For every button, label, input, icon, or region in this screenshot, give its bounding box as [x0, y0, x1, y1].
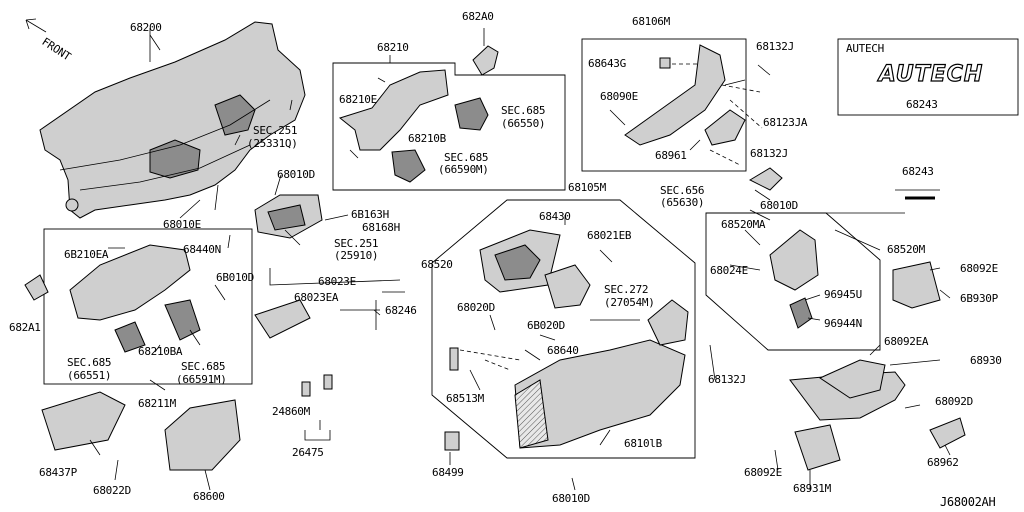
part-label-68931M: 68931M: [793, 482, 831, 495]
part-label-68210B: 68210B: [408, 132, 446, 145]
group-68210-box: [332, 62, 566, 191]
part-label-68520MA: 68520MA: [721, 218, 766, 231]
autech-box-title: AUTECH: [846, 42, 884, 55]
part-label-68023EA: 68023EA: [294, 291, 339, 304]
sec-685-66551-code: (66551): [67, 369, 112, 382]
part-label-68105M: 68105M: [568, 181, 606, 194]
part-label-68200: 68200: [130, 21, 162, 34]
part-label-68210: 68210: [377, 41, 409, 54]
part-label-68930: 68930: [970, 354, 1002, 367]
part-label-68246: 68246: [385, 304, 417, 317]
part-label-6810lB: 6810lB: [624, 437, 662, 450]
part-label-68090E: 68090E: [600, 90, 638, 103]
part-label-68022D: 68022D: [93, 484, 131, 497]
part-label-68024E: 68024E: [710, 264, 748, 277]
part-label-26475: 26475: [292, 446, 324, 459]
part-label-96944N: 96944N: [824, 317, 862, 330]
sec-685-66591-code: (66591M): [176, 373, 227, 386]
sec-685-66591-label: SEC.685: [181, 360, 226, 373]
part-label-68092EA: 68092EA: [884, 335, 929, 348]
part-label-68010E: 68010E: [163, 218, 201, 231]
sec-272-code: (27054M): [604, 296, 655, 309]
part-label-68513M: 68513M: [446, 392, 484, 405]
sec-685-66590-code: (66590M): [438, 163, 489, 176]
part-label-68123JA: 68123JA: [763, 116, 808, 129]
sec-251-25331-label: SEC.251: [253, 124, 298, 137]
front-arrow-icon: [25, 18, 47, 33]
sec-656-code: (65630): [660, 196, 705, 209]
part-label-68643G: 68643G: [588, 57, 626, 70]
part-label-68092D: 68092D: [935, 395, 973, 408]
part-label-6B930P: 6B930P: [960, 292, 998, 305]
part-label-6B020D: 6B020D: [527, 319, 565, 332]
part-label-68092E-a: 68092E: [960, 262, 998, 275]
part-label-68010D-a: 68010D: [277, 168, 315, 181]
part-label-68023E: 68023E: [318, 275, 356, 288]
part-label-68440N: 68440N: [183, 243, 221, 256]
sec-685-66551-label: SEC.685: [67, 356, 112, 369]
part-label-24860M: 24860M: [272, 405, 310, 418]
part-label-68961: 68961: [655, 149, 687, 162]
group-68211M-box: [43, 228, 253, 385]
part-label-68210E: 68210E: [339, 93, 377, 106]
part-label-682A1: 682A1: [9, 321, 41, 334]
part-label-68437P: 68437P: [39, 466, 77, 479]
part-label-68962: 68962: [927, 456, 959, 469]
part-label-68021EB: 68021EB: [587, 229, 632, 242]
part-label-68168H: 68168H: [362, 221, 400, 234]
sec-251-25910-label: SEC.251: [334, 237, 379, 250]
sec-685-66590-label: SEC.685: [444, 151, 489, 164]
part-label-68640: 68640: [547, 344, 579, 357]
part-label-6B163H: 6B163H: [351, 208, 389, 221]
part-label-68430: 68430: [539, 210, 571, 223]
part-label-68132J-c: 68132J: [708, 373, 746, 386]
part-label-682A0: 682A0: [462, 10, 494, 23]
diagram-id: J68002AH: [940, 495, 996, 509]
part-label-68010D-b: 68010D: [760, 199, 798, 212]
part-label-68020D: 68020D: [457, 301, 495, 314]
sec-272-label: SEC.272: [604, 283, 649, 296]
sec-685-66550-code: (66550): [501, 117, 546, 130]
part-label-68132J-a: 68132J: [756, 40, 794, 53]
autech-logo: AUTECH: [878, 61, 984, 87]
part-label-68243-b: 68243: [902, 165, 934, 178]
group-68105M-box: [431, 199, 696, 459]
instrument-panel-part: [39, 21, 306, 219]
sec-251-25331-code: (25331Q): [247, 137, 298, 150]
part-label-96945U: 96945U: [824, 288, 862, 301]
part-label-68499: 68499: [432, 466, 464, 479]
part-label-68132J-b: 68132J: [750, 147, 788, 160]
part-label-68210BA: 68210BA: [138, 345, 183, 358]
autech-box: [837, 38, 1019, 116]
part-label-68520: 68520: [421, 258, 453, 271]
part-label-6B210EA: 6B210EA: [64, 248, 109, 261]
part-label-6B010D: 6B010D: [216, 271, 254, 284]
sec-685-66550-label: SEC.685: [501, 104, 546, 117]
part-label-68600: 68600: [193, 490, 225, 503]
sec-656-label: SEC.656: [660, 184, 705, 197]
part-label-68520M: 68520M: [887, 243, 925, 256]
sec-251-25910-code: (25910): [334, 249, 379, 262]
part-label-68106M: 68106M: [632, 15, 670, 28]
group-68106M-box: [581, 38, 747, 172]
part-label-68211M: 68211M: [138, 397, 176, 410]
part-label-68092E-b: 68092E: [744, 466, 782, 479]
bracket-682A0-part: [472, 45, 499, 76]
part-label-68010D-c: 68010D: [552, 492, 590, 505]
part-label-68243-box: 68243: [906, 98, 938, 111]
